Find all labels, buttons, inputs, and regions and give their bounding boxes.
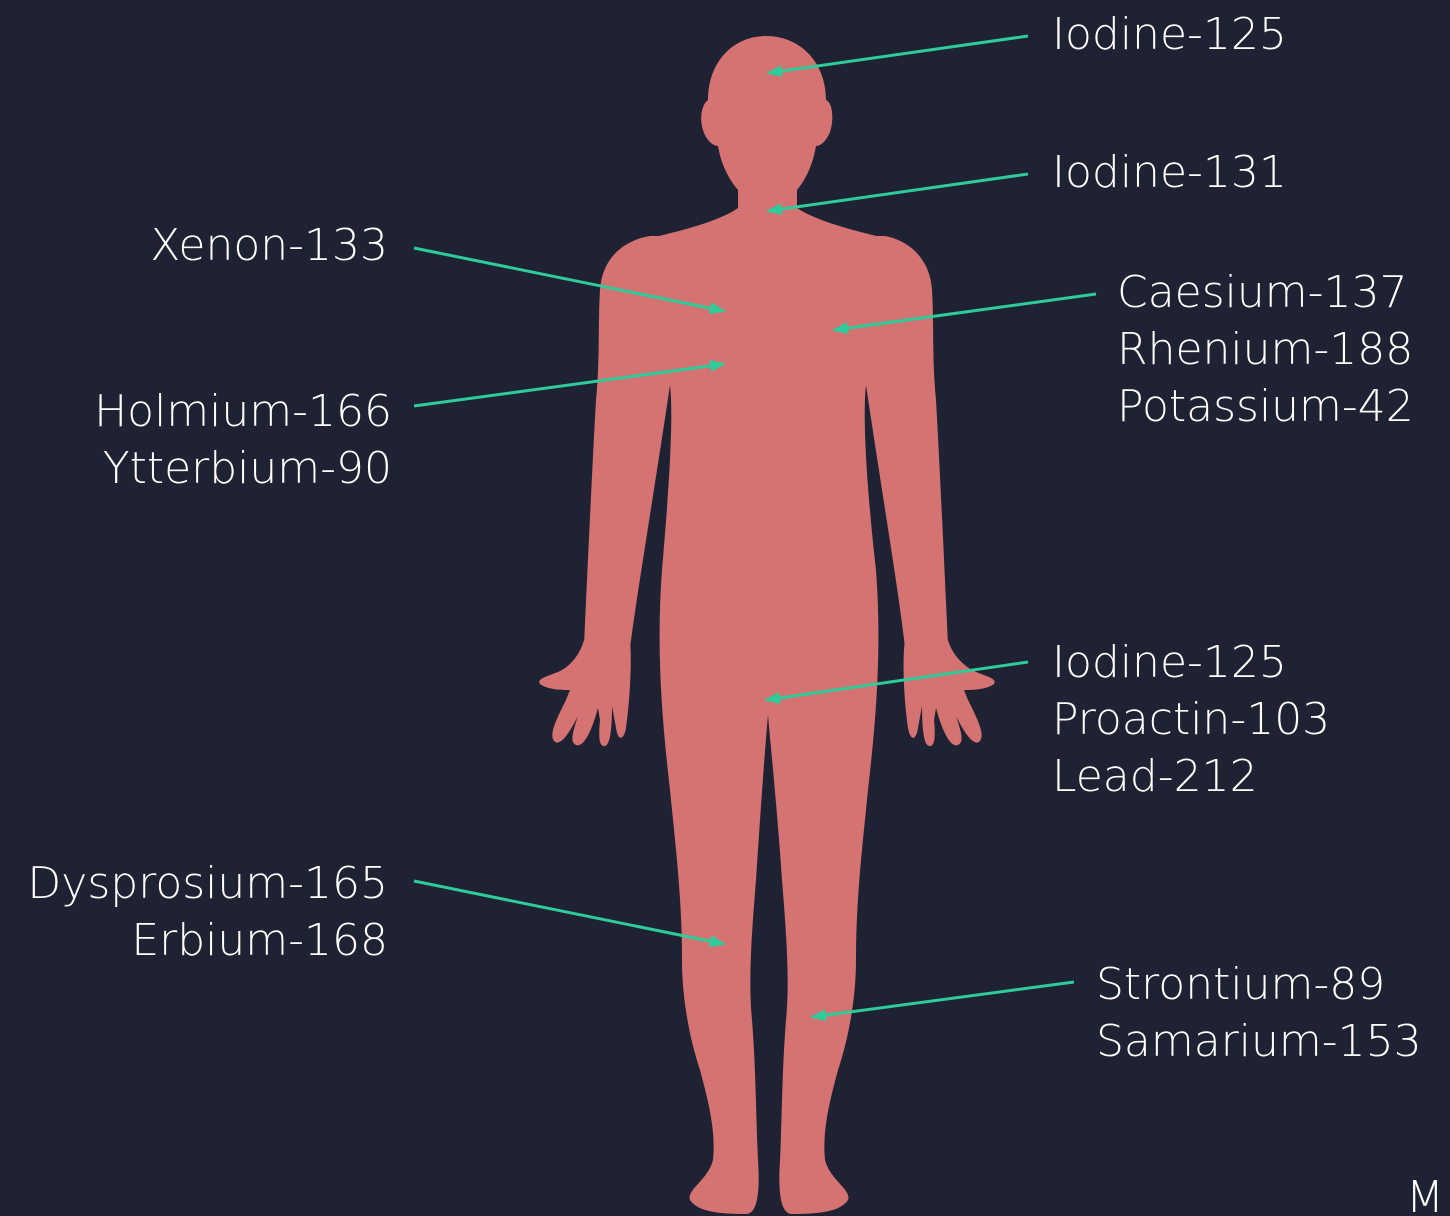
label-bone: Strontium-89 Samarium-153	[1096, 956, 1422, 1070]
label-neck: Iodine-131	[1052, 144, 1287, 201]
corner-mark: M	[1406, 1176, 1450, 1216]
label-thigh: Dysprosium-165 Erbium-168	[27, 855, 388, 969]
label-line: Iodine-125	[1052, 6, 1287, 63]
label-line: Holmium-166	[94, 383, 392, 440]
arrow-thigh	[414, 881, 724, 944]
neck-shape	[650, 180, 885, 238]
label-line: Strontium-89	[1096, 956, 1422, 1013]
torso-shape	[584, 236, 948, 1214]
arrow-neck	[768, 174, 1028, 211]
label-line: Lead-212	[1052, 748, 1330, 805]
label-line: Rhenium-188	[1117, 321, 1414, 378]
left-hand-shape	[539, 640, 630, 746]
label-line: Potassium-42	[1117, 378, 1414, 435]
label-line: Samarium-153	[1096, 1013, 1422, 1070]
label-line: Iodine-125	[1052, 634, 1330, 691]
label-line: Iodine-131	[1052, 144, 1287, 201]
label-line: Dysprosium-165	[27, 855, 388, 912]
label-line: Caesium-137	[1117, 264, 1414, 321]
human-silhouette	[539, 36, 994, 1214]
label-line: Erbium-168	[27, 912, 388, 969]
label-head: Iodine-125	[1052, 6, 1287, 63]
label-chest-right: Caesium-137 Rhenium-188 Potassium-42	[1117, 264, 1414, 435]
label-line: Ytterbium-90	[94, 440, 392, 497]
head-shape	[701, 36, 832, 190]
label-chest-left: Holmium-166 Ytterbium-90	[94, 383, 392, 497]
right-hand-shape	[904, 640, 995, 746]
label-pelvis: Iodine-125 Proactin-103 Lead-212	[1052, 634, 1330, 805]
label-lungs: Xenon-133	[150, 217, 388, 274]
label-line: Xenon-133	[150, 217, 388, 274]
label-line: Proactin-103	[1052, 691, 1330, 748]
